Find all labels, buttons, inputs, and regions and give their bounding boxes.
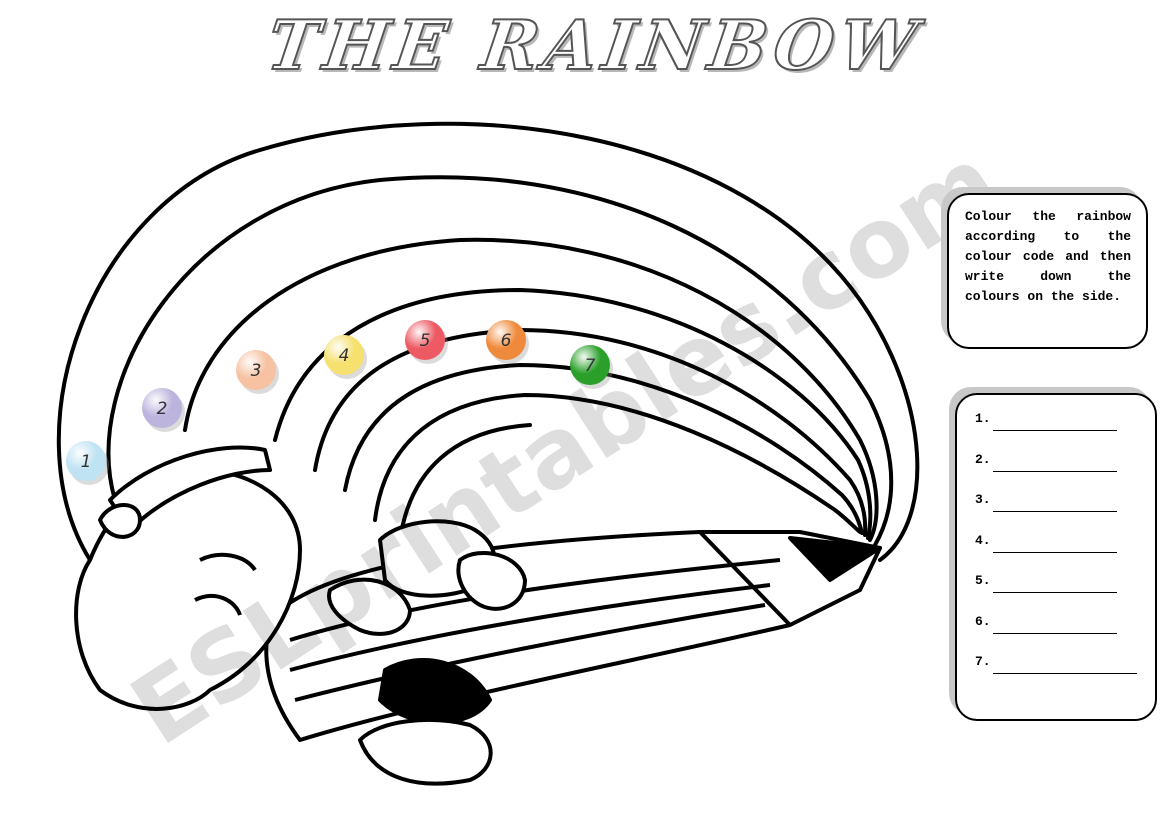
- answer-blank: [993, 633, 1117, 634]
- colour-dot-2: 2: [142, 388, 185, 432]
- colour-dot-number: 3: [251, 361, 262, 381]
- colour-dot-number: 4: [339, 346, 350, 366]
- answer-number: 2.: [975, 452, 991, 467]
- answer-blank: [993, 471, 1117, 472]
- colour-dot-6: 6: [486, 320, 529, 364]
- answer-line-7[interactable]: 7.: [975, 654, 1137, 674]
- answer-number: 4.: [975, 533, 991, 548]
- answer-number: 6.: [975, 614, 991, 629]
- answer-line-5[interactable]: 5.: [975, 573, 1137, 593]
- instruction-box: Colour the rainbow according to the colo…: [947, 193, 1148, 349]
- answer-blank: [993, 592, 1117, 593]
- answer-line-3[interactable]: 3.: [975, 492, 1137, 512]
- answer-number: 3.: [975, 492, 991, 507]
- answer-line-6[interactable]: 6.: [975, 614, 1137, 634]
- colour-dot-3: 3: [236, 350, 279, 394]
- pencil-body: [264, 530, 882, 742]
- answer-line-2[interactable]: 2.: [975, 452, 1137, 472]
- answers-box: 1. 2. 3. 4. 5. 6. 7.: [955, 393, 1157, 721]
- colour-dot-7: 7: [570, 345, 613, 389]
- colour-dot-number: 7: [585, 356, 596, 376]
- boy-figure: [74, 445, 527, 786]
- rainbow-illustration: 1 2 3 4 5 6 7: [56, 121, 920, 786]
- colour-dot-number: 6: [501, 331, 512, 351]
- instruction-text: Colour the rainbow according to the colo…: [965, 209, 1131, 304]
- colour-dot-1: 1: [66, 441, 109, 485]
- colour-dot-number: 1: [81, 452, 92, 472]
- answer-blank: [993, 430, 1117, 431]
- answer-line-4[interactable]: 4.: [975, 533, 1137, 553]
- answer-number: 5.: [975, 573, 991, 588]
- colour-dot-5: 5: [405, 320, 448, 364]
- answer-blank: [993, 552, 1117, 553]
- answer-line-1[interactable]: 1.: [975, 411, 1137, 431]
- colour-code-dots: 1 2 3 4 5 6 7: [66, 320, 613, 485]
- answer-blank: [993, 511, 1117, 512]
- answer-number: 1.: [975, 411, 991, 426]
- answer-number: 7.: [975, 654, 991, 669]
- colour-dot-4: 4: [324, 335, 367, 379]
- colour-dot-number: 2: [157, 399, 168, 419]
- answer-blank: [993, 673, 1137, 674]
- colour-dot-number: 5: [420, 331, 431, 351]
